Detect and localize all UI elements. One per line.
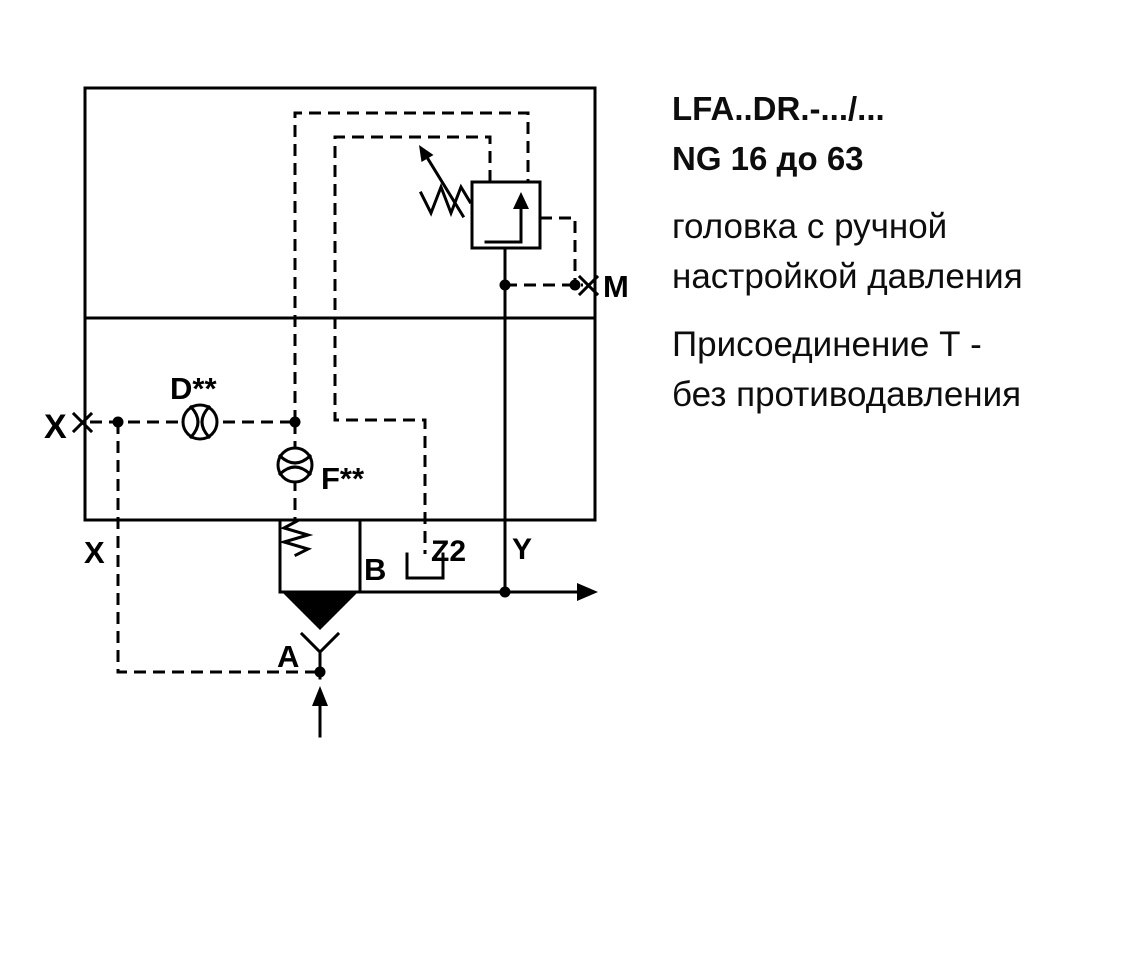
valve-seat <box>299 631 341 655</box>
orifice-f-symbol <box>276 446 314 484</box>
flow-arrow-a-head <box>312 686 328 706</box>
main-valve-spring <box>278 518 314 558</box>
relief-valve-flow-arrow-head <box>513 192 529 209</box>
port-m-label: M <box>603 269 629 304</box>
description-line-2: настройкой давления <box>672 257 1023 296</box>
main-poppet <box>282 592 358 630</box>
junction-dot <box>289 416 301 428</box>
size-range-title: NG 16 до 63 <box>672 140 864 177</box>
pilot-line-to-relief <box>293 111 530 422</box>
port-y-label: Y <box>512 533 532 566</box>
model-title: LFA..DR.-.../... <box>672 90 885 127</box>
relief-adjustment-arrow <box>425 156 466 219</box>
housing-outline <box>83 86 597 522</box>
junction-dot <box>499 279 511 291</box>
port-b-label: B <box>364 552 386 587</box>
note-line-2: без противодавления <box>672 375 1022 414</box>
relief-valve-body <box>470 180 542 250</box>
relief-spring-drain-line <box>540 216 577 285</box>
orifice-d-symbol <box>181 403 219 441</box>
relief-adjustment-arrow-head <box>419 145 434 162</box>
relief-valve-spring <box>418 182 473 218</box>
pilot-line-z2 <box>333 135 492 554</box>
relief-valve-flow-path <box>484 204 523 244</box>
junction-dot <box>569 279 581 291</box>
port-x-bottom-label: X <box>84 535 105 570</box>
flow-arrow-b-head <box>577 583 598 601</box>
info-panel: LFA..DR.-.../... NG 16 до 63 головка с р… <box>672 84 1122 420</box>
junction-dot <box>112 416 124 428</box>
drain-line-x-to-a <box>116 422 320 674</box>
port-x-left-label: X <box>44 408 67 446</box>
description-line-1: головка с ручной <box>672 207 948 246</box>
junction-dot <box>499 586 511 598</box>
port-m-closed-icon <box>577 274 600 297</box>
port-z2-plug-icon <box>405 552 445 580</box>
orifice-d-label: D** <box>170 371 217 406</box>
port-z2-label: Z2 <box>431 535 466 568</box>
port-x-closed-icon <box>71 411 94 434</box>
junction-dot <box>314 666 326 678</box>
note-line-1: Присоединение Т - <box>672 325 982 364</box>
spacer <box>672 302 1122 320</box>
orifice-f-label: F** <box>321 461 365 496</box>
port-a-label: A <box>277 639 299 674</box>
spacer <box>672 184 1122 202</box>
